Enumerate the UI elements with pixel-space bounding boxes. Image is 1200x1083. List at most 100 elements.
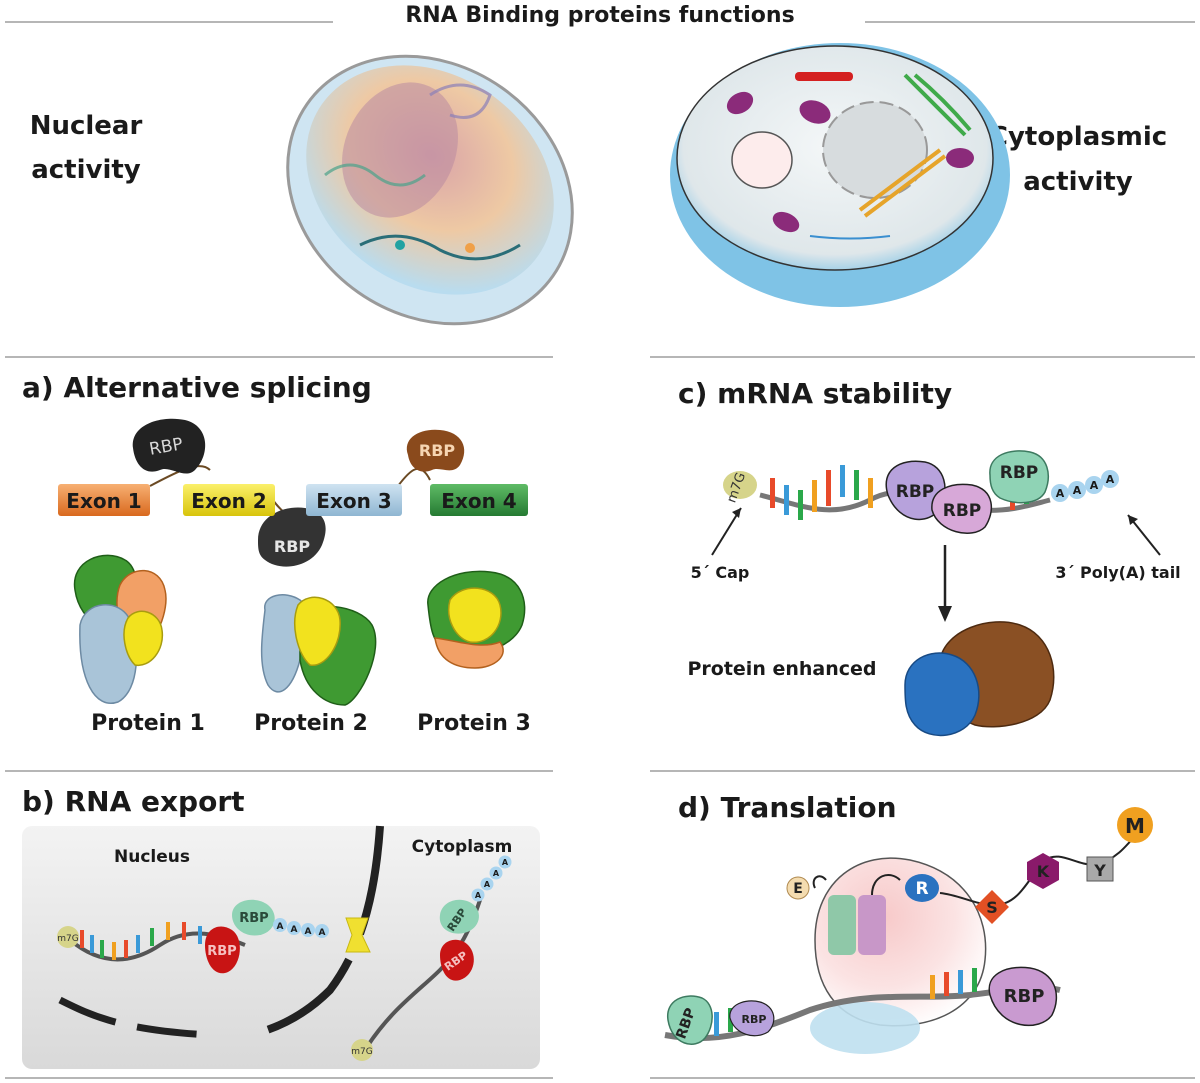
amino-acid-m-label: M [1125,814,1145,838]
nucleus-label: Nucleus [114,847,190,867]
rbp-dark-bottom-label: RBP [274,537,311,556]
export-base [124,940,128,958]
polya-bead-label: A [502,858,509,867]
protein-enhanced-label: Protein enhanced [687,658,876,680]
header: RNA Binding proteins functions [5,3,1195,28]
panel-a-heading: a) Alternative splicing [22,371,372,404]
cytoplasmic-label-line1: Cytoplasmic [989,122,1167,152]
enhanced-protein-blue [904,652,980,737]
amino-acid-y-label: Y [1093,861,1106,880]
nucleolus [342,82,458,218]
nuclear-label-line1: Nuclear [30,111,143,141]
protein-1-label: Protein 1 [91,711,205,736]
panel-c-heading: c) mRNA stability [678,377,952,410]
cap-arrowhead [732,508,741,518]
export-cap-cytoplasm [351,1039,373,1061]
nuclear-pore [345,917,371,953]
amino-acid-k-label: K [1037,862,1050,881]
stability-base [826,470,831,506]
export-base [198,926,202,944]
cell-ribosome-inset [731,131,793,189]
polya-bead [1051,484,1069,502]
export-base [150,928,154,946]
rbp-teal-cytoplasm [439,899,479,934]
trna-purple [858,895,886,955]
polya-bead [1068,481,1086,499]
panel-alternative-splicing: a) Alternative splicing RBP RBP RBP Exon… [22,371,531,736]
rbp-teal-nucleus-label: RBP [239,911,268,926]
rbp-teal-stability [989,450,1049,504]
export-base [90,935,94,953]
protein-3-label: Protein 3 [417,711,531,736]
export-base [112,942,116,960]
rbp-brown: RBP [406,429,465,472]
polya-bead-label: A [319,928,326,938]
nuclear-membrane-bottom [58,996,211,1039]
panel-translation: d) Translation E R S K Y M [664,791,1153,1054]
panel-b-heading: b) RNA export [22,785,245,818]
protein-1-structure [73,554,167,704]
cap-arrow [711,507,742,556]
rbp-dark-top: RBP [132,418,206,474]
exon-4: Exon 4 [430,484,528,516]
amino-acid-y: Y [1086,856,1114,882]
export-cap-cytoplasm-label: m7G [351,1047,372,1057]
e-site-label: E [793,881,803,897]
nuclear-membrane-right [249,825,384,1039]
e-site [786,876,810,900]
rbp-teal-nucleus [232,899,275,936]
trna-green-link [812,875,827,889]
protein-3-yellow [448,587,502,643]
amino-acid-k: K [1027,853,1059,889]
stability-base [812,480,817,512]
nuclear-rbp-dot-2 [465,243,475,253]
cell-organelle-red [795,72,853,81]
export-base [100,940,104,958]
export-base [182,922,186,940]
rbp-purple-2-label: RBP [943,501,982,521]
stability-base [770,478,775,508]
exon-1-box [58,484,150,516]
stability-down-arrowhead [938,606,952,622]
rbp-dark-bottom-shape [258,507,326,567]
polya-bead [301,923,315,937]
stability-base [868,478,873,508]
polya-bead-label: A [277,922,284,932]
cytoplasm-label: Cytoplasm [412,837,513,857]
rbp-purple-1-label: RBP [896,482,935,502]
export-cap-nucleus-label: m7G [57,934,78,944]
figure-title: RNA Binding proteins functions [405,3,794,28]
polya-bead [489,866,503,880]
rbp-brown-label: RBP [419,441,456,460]
rbp-purple-2 [931,483,993,535]
amino-acid-s-shape [975,890,1009,924]
translation-base [958,970,963,994]
amino-acid-r-label: R [915,879,928,899]
exon-3: Exon 3 [306,484,402,516]
rbp-purple-translation-large-label: RBP [1004,986,1045,1007]
cell-golgi [858,148,947,218]
export-polya-nucleus: A A A A [273,918,329,938]
tail-arrowhead [1128,515,1138,525]
rbp-brown-shape [406,429,465,472]
exon-2: Exon 2 [183,484,275,516]
chromatin-purple [429,83,492,119]
protein-2-label: Protein 2 [254,711,368,736]
peptide-chain-start [871,874,901,896]
amino-acid-r: R [905,874,939,902]
polya-bead-label: A [1106,473,1115,486]
polya-bead [273,918,287,932]
translation-base [944,972,949,996]
translation-base [972,968,977,992]
polya-bead-label: A [1073,484,1082,497]
polya-bead [471,888,485,902]
polya-bead-label: A [1090,479,1099,492]
polya-bead [315,924,329,938]
polya-bead-label: A [493,869,500,878]
nuclear-label-line2: activity [31,155,141,185]
stability-base [840,465,845,497]
translation-base [714,1012,719,1036]
export-box [22,826,540,1069]
amino-acid-s: S [975,890,1009,924]
